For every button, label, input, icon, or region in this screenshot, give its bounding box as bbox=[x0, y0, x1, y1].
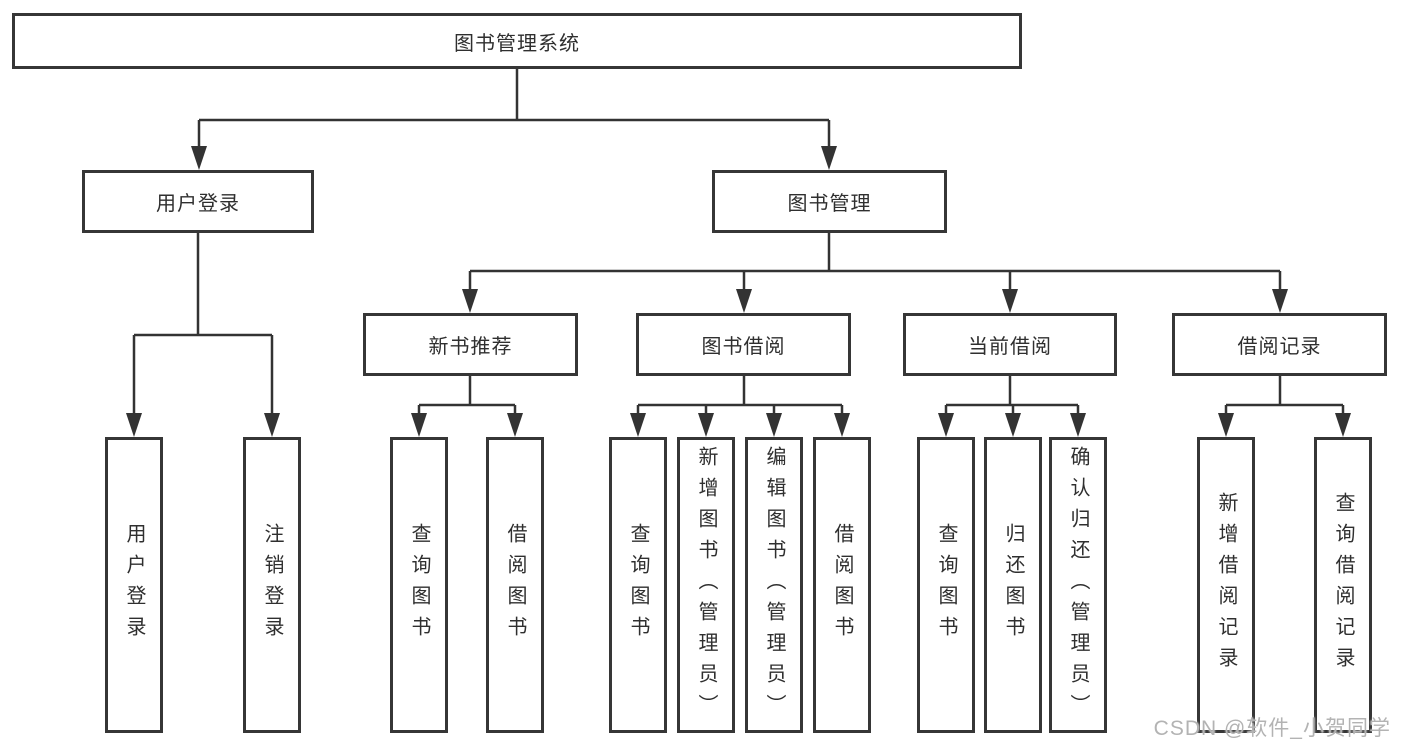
node-label: 借阅图书 bbox=[831, 523, 853, 647]
leaf-borrow-books: 借阅图书 bbox=[813, 437, 871, 733]
node-label: 查询借阅记录 bbox=[1332, 492, 1354, 678]
node-label: 新书推荐 bbox=[428, 336, 513, 358]
leaf-return-books: 归还图书 bbox=[984, 437, 1042, 733]
leaf-query-books-borrowing: 查询图书 bbox=[609, 437, 667, 733]
leaf-logout: 注销登录 bbox=[243, 437, 301, 733]
node-user-login: 用户登录 bbox=[82, 170, 314, 233]
node-label: 查询图书 bbox=[408, 523, 430, 647]
node-new-book-recommend: 新书推荐 bbox=[363, 313, 578, 376]
node-label: 新增借阅记录 bbox=[1215, 492, 1237, 678]
node-label: 用户登录 bbox=[156, 193, 240, 215]
leaf-user-login: 用户登录 bbox=[105, 437, 163, 733]
leaf-confirm-return-admin: 确认归还（管理员） bbox=[1049, 437, 1107, 733]
node-label: 编辑图书（管理员） bbox=[763, 445, 785, 725]
node-label: 注销登录 bbox=[261, 523, 283, 647]
node-label: 图书管理系统 bbox=[454, 32, 580, 55]
leaf-add-books-admin: 新增图书（管理员） bbox=[677, 437, 735, 733]
node-book-management: 图书管理 bbox=[712, 170, 947, 233]
leaf-add-borrow-record: 新增借阅记录 bbox=[1197, 437, 1255, 733]
node-label: 查询图书 bbox=[627, 523, 649, 647]
node-label: 归还图书 bbox=[1002, 523, 1024, 647]
node-book-borrowing: 图书借阅 bbox=[636, 313, 851, 376]
node-label: 新增图书（管理员） bbox=[695, 445, 717, 725]
arrowheads bbox=[126, 146, 1351, 437]
node-label: 借阅图书 bbox=[504, 523, 526, 647]
leaf-query-books-recommend: 查询图书 bbox=[390, 437, 448, 733]
leaf-borrow-books-recommend: 借阅图书 bbox=[486, 437, 544, 733]
node-label: 确认归还（管理员） bbox=[1067, 445, 1089, 725]
node-label: 图书管理 bbox=[787, 193, 872, 215]
node-label: 借阅记录 bbox=[1237, 336, 1322, 358]
node-borrow-records: 借阅记录 bbox=[1172, 313, 1387, 376]
csdn-watermark: CSDN @软件_小贺同学 bbox=[1153, 717, 1391, 740]
leaf-query-borrow-record: 查询借阅记录 bbox=[1314, 437, 1372, 733]
leaf-query-books-current: 查询图书 bbox=[917, 437, 975, 733]
node-current-borrowing: 当前借阅 bbox=[903, 313, 1117, 376]
node-label: 当前借阅 bbox=[968, 336, 1052, 358]
node-root-system: 图书管理系统 bbox=[12, 13, 1022, 69]
node-label: 查询图书 bbox=[935, 523, 957, 647]
node-label: 图书借阅 bbox=[701, 336, 786, 358]
node-label: 用户登录 bbox=[123, 523, 145, 647]
leaf-edit-books-admin: 编辑图书（管理员） bbox=[745, 437, 803, 733]
